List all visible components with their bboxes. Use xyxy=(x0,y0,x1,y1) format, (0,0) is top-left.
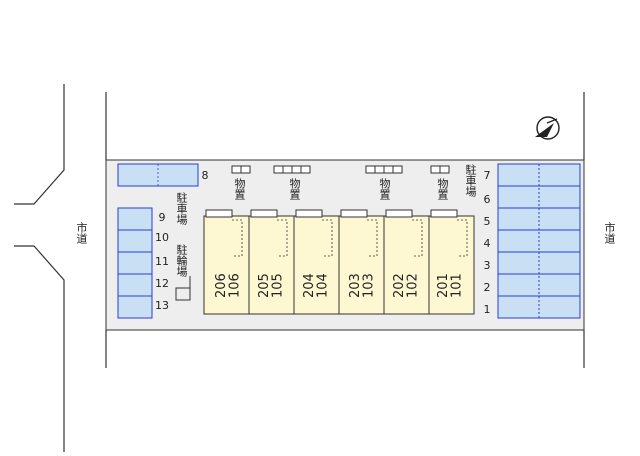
unit-stair xyxy=(412,219,423,257)
unit-stair xyxy=(232,219,243,257)
space-number: 7 xyxy=(483,169,491,182)
unit-lower: 101 xyxy=(449,273,465,299)
storage-sheds xyxy=(231,165,450,174)
unit-entrance xyxy=(430,209,458,218)
north-arrow-icon xyxy=(535,116,560,140)
storage-shed xyxy=(383,165,394,174)
unit-label: 203 103 xyxy=(348,265,379,307)
storage-shed xyxy=(374,165,385,174)
space-number: 6 xyxy=(483,193,491,206)
storage-shed xyxy=(273,165,284,174)
storage-shed xyxy=(300,165,311,174)
parking-right-block xyxy=(497,163,581,319)
parking-left-top xyxy=(117,163,199,187)
storage-shed xyxy=(282,165,293,174)
parking-space-group xyxy=(117,207,153,319)
unit-label: 201 101 xyxy=(436,265,467,307)
car-parking-label-right: 駐車場 xyxy=(464,164,477,197)
unit-stair xyxy=(457,219,468,257)
bike-parking-bracket xyxy=(175,276,191,301)
storage-label: 物置 xyxy=(233,178,246,200)
storage-label: 物置 xyxy=(436,178,449,200)
road-left xyxy=(14,84,65,452)
unit-entrance xyxy=(385,209,413,218)
bike-parking-label: 駐輪場 xyxy=(175,244,188,277)
storage-shed xyxy=(439,165,450,174)
unit-label: 204 104 xyxy=(302,265,333,307)
space-number: 2 xyxy=(483,281,491,294)
storage-label: 物置 xyxy=(288,178,301,200)
unit-entrance xyxy=(295,209,323,218)
storage-label: 物置 xyxy=(378,178,391,200)
storage-shed xyxy=(392,165,403,174)
apartment-building xyxy=(203,209,475,315)
unit-lower: 104 xyxy=(315,273,331,299)
unit-lower: 105 xyxy=(270,273,286,299)
road-edges xyxy=(105,92,585,368)
car-parking-label-left: 駐車場 xyxy=(175,192,188,225)
unit-entrance xyxy=(205,209,233,218)
storage-shed xyxy=(291,165,302,174)
parking-left-block xyxy=(117,207,153,319)
space-number: 9 xyxy=(158,211,166,224)
unit-stair xyxy=(367,219,378,257)
unit-label: 202 102 xyxy=(392,265,423,307)
unit-stair xyxy=(277,219,288,257)
space-number: 5 xyxy=(483,215,491,228)
unit-lower: 102 xyxy=(405,273,421,299)
storage-shed xyxy=(240,165,251,174)
unit-lower: 103 xyxy=(361,273,377,299)
storage-shed xyxy=(430,165,441,174)
storage-shed xyxy=(365,165,376,174)
space-number: 1 xyxy=(483,303,491,316)
unit-lower: 106 xyxy=(227,273,243,299)
space-number: 12 xyxy=(155,277,169,290)
space-number: 8 xyxy=(201,169,209,182)
unit-entrance xyxy=(340,209,368,218)
space-number: 4 xyxy=(483,237,491,250)
unit-stair xyxy=(322,219,333,257)
space-number: 11 xyxy=(155,255,169,268)
storage-shed xyxy=(231,165,242,174)
space-number: 3 xyxy=(483,259,491,272)
space-number: 13 xyxy=(155,299,169,312)
road-label-right: 市道 xyxy=(603,222,616,244)
unit-label: 205 105 xyxy=(257,265,288,307)
unit-label: 206 106 xyxy=(214,265,245,307)
unit-entrance xyxy=(250,209,278,218)
space-number: 10 xyxy=(155,231,169,244)
road-label-left: 市道 xyxy=(75,222,88,244)
